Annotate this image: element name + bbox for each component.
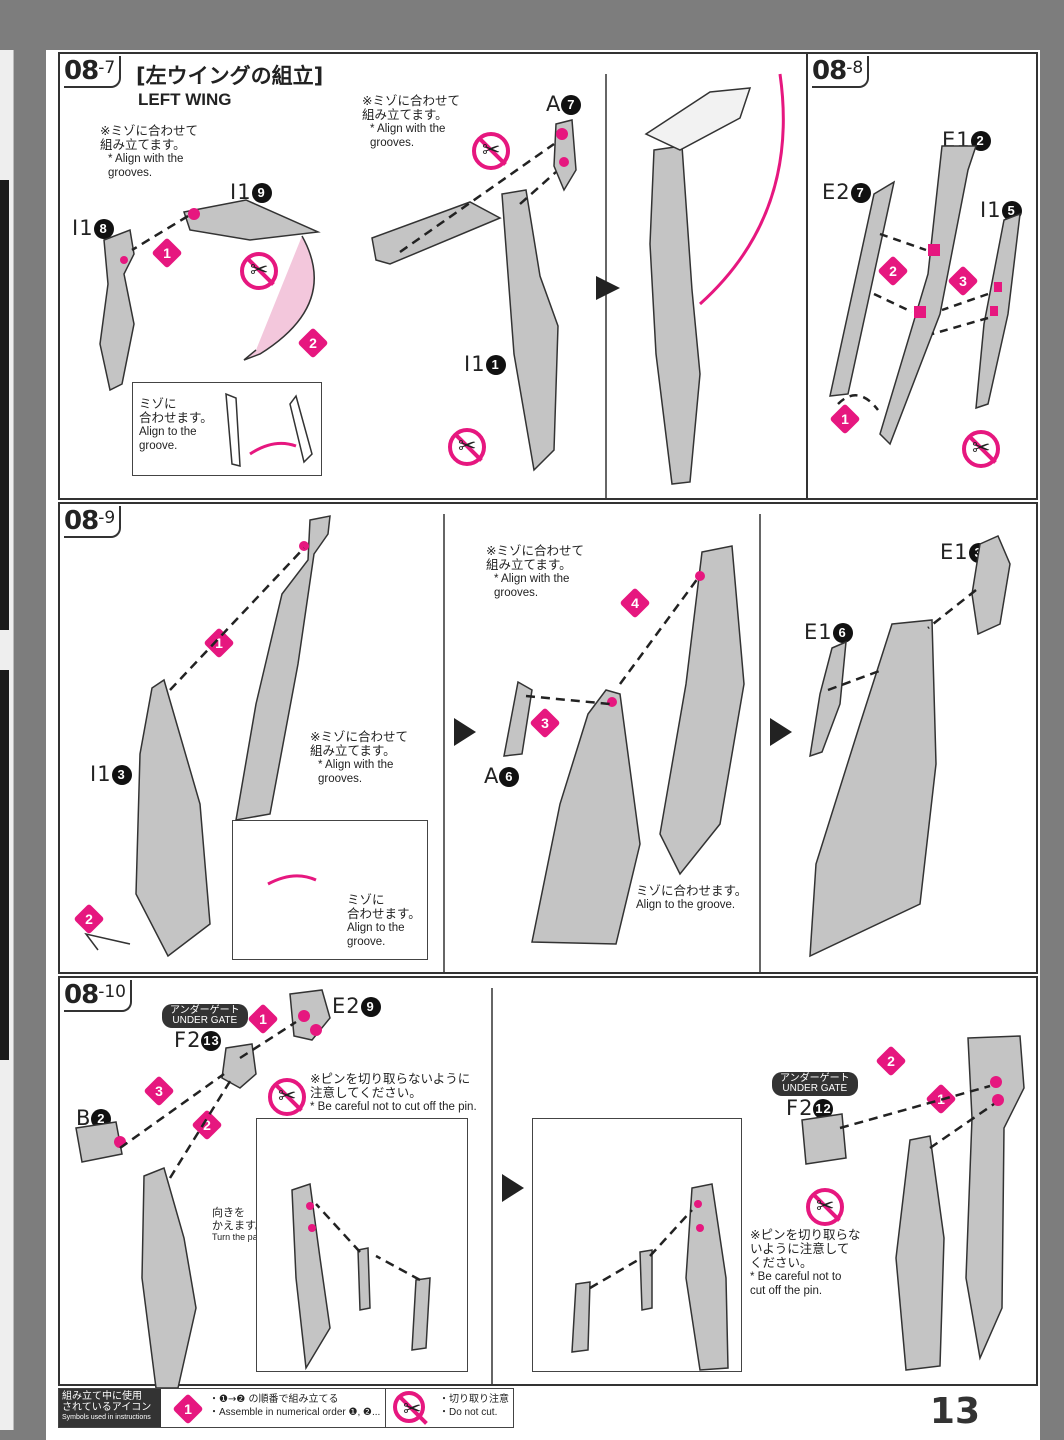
- no-cut-icon: [472, 132, 510, 170]
- no-cut-icon: [393, 1391, 425, 1423]
- pin-note: ※ピンを切り取らな いように注意して ください。 * Be careful no…: [750, 1227, 861, 1298]
- pin-note: ※ピンを切り取らないように 注意してください。 * Be careful not…: [310, 1071, 477, 1114]
- no-cut-icon: [268, 1078, 306, 1116]
- groove-note: ※ミゾに合わせて 組み立てます。 * Align with the groove…: [362, 93, 460, 150]
- detail-inset: [256, 1118, 468, 1372]
- no-cut-icon: [806, 1188, 844, 1226]
- groove-note: ミゾに合わせます。 Align to the groove.: [636, 883, 748, 912]
- groove-inset: ミゾに 合わせます。 Align to the groove.: [132, 382, 322, 476]
- wing-parts-illustration-08-7: [99, 73, 785, 498]
- step-number: 08-7: [64, 56, 122, 88]
- wing-parts-illustration-08-8: [829, 145, 1021, 446]
- step-number: 08-10: [64, 980, 132, 1012]
- no-cut-icon: [448, 428, 486, 466]
- panel-08-9: 08-9 ※ミゾに合わせて 組み立てます。 * Align with the g…: [58, 502, 1038, 974]
- edge-block: [0, 180, 9, 630]
- order-marker-icon: 1: [172, 1393, 204, 1425]
- groove-inset: ミゾに 合わせます。 Align to the groove.: [232, 820, 428, 960]
- instruction-page: 08-7 [左ウイングの組立] LEFT WING ※ミゾに合わせて 組み立てま…: [46, 50, 1040, 1440]
- wing-parts-illustration-08-10: [75, 988, 1025, 1389]
- turn-note: 向きを かえます。 Turn the parts.: [212, 1206, 271, 1242]
- step-number: 08-9: [64, 506, 122, 538]
- edge-block: [0, 670, 9, 1060]
- groove-note: ※ミゾに合わせて 組み立てます。 * Align with the groove…: [310, 729, 408, 786]
- no-cut-icon: [962, 430, 1000, 468]
- step-number: 08-8: [812, 56, 870, 88]
- step-title-en: LEFT WING: [138, 90, 232, 109]
- previous-page-edge: [0, 50, 14, 1430]
- step-title-jp: [左ウイングの組立]: [136, 64, 324, 88]
- page-number: 13: [929, 1391, 980, 1432]
- legend-heading: 組み立て中に使用 されているアイコン Symbols used in instr…: [59, 1389, 161, 1427]
- no-cut-icon: [240, 252, 278, 290]
- wing-parts-illustration-08-9: [84, 514, 1011, 972]
- groove-note: ※ミゾに合わせて 組み立てます。 * Align with the groove…: [486, 543, 584, 600]
- symbols-legend: 組み立て中に使用 されているアイコン Symbols used in instr…: [58, 1388, 514, 1428]
- panel-08-7: 08-7 [左ウイングの組立] LEFT WING ※ミゾに合わせて 組み立てま…: [58, 52, 808, 500]
- legend-nocut: ・切り取り注意 ・Do not cut.: [439, 1394, 509, 1418]
- groove-note: ※ミゾに合わせて 組み立てます。 * Align with the groove…: [100, 123, 198, 180]
- legend-order: ・❶→❷ の順番で組み立てる ・Assemble in numerical or…: [209, 1394, 381, 1418]
